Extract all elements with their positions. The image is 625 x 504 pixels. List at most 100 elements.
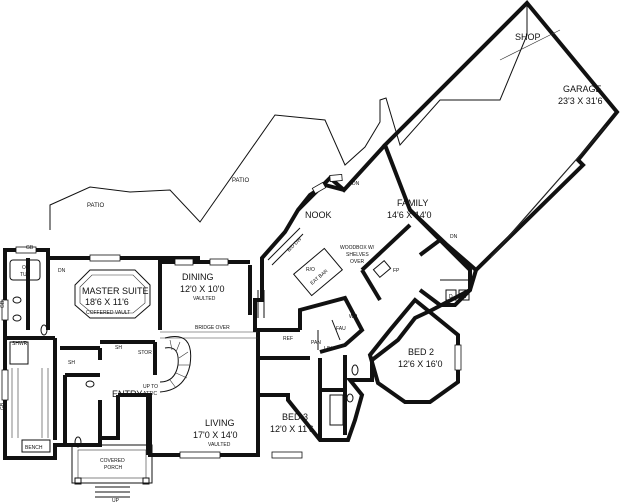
- note-dn-family: DN: [450, 234, 458, 240]
- fireplace: [372, 259, 392, 279]
- label-dining-note: VAULTED: [193, 296, 216, 302]
- label-patio-1: PATIO: [232, 178, 249, 184]
- fireplace-wall: [360, 268, 382, 302]
- note-up: UP: [112, 498, 120, 504]
- label-living-note: VAULTED: [208, 442, 231, 448]
- window: [15, 246, 37, 254]
- toilet-1: [40, 324, 48, 336]
- shop-divider: [499, 29, 561, 61]
- note-up-attic-1: UP TO: [143, 384, 158, 390]
- note-gb-side-2: GB: [0, 402, 6, 410]
- sink-3: [85, 380, 95, 388]
- note-sh-1: SH: [68, 360, 75, 366]
- note-gb-top: GB: [26, 245, 34, 251]
- washer: [445, 289, 457, 301]
- laundry-walls: [298, 295, 365, 354]
- window: [179, 451, 221, 459]
- window: [329, 174, 343, 182]
- note-fau: FAU: [336, 326, 346, 332]
- stair-inner: [159, 347, 179, 383]
- kitchen-counter: [267, 227, 301, 261]
- house-outer-wall: [253, 143, 478, 442]
- sink-2: [12, 314, 22, 322]
- note-bridge: BRIDGE OVER: [195, 325, 230, 331]
- label-living: LIVING: [205, 418, 235, 428]
- kitchen-counter-2: [271, 233, 304, 266]
- note-sh-2: SH: [115, 345, 122, 351]
- bench-box: [21, 439, 51, 453]
- toilet-2: [74, 436, 82, 448]
- note-w: W: [462, 294, 467, 300]
- note-dn-nook: DN: [352, 181, 360, 187]
- window: [454, 344, 462, 371]
- kitchen-island: [292, 247, 344, 297]
- coffered-vault-inner: [79, 274, 146, 314]
- label-garage-dim: 23'3 X 31'6: [558, 96, 602, 106]
- window: [1, 299, 9, 321]
- utility-walls: [418, 237, 472, 307]
- stair: [159, 336, 192, 393]
- label-patio-2: PATIO: [87, 203, 104, 209]
- note-gb-side-1: GB: [0, 300, 6, 308]
- window: [271, 451, 303, 459]
- label-shop: SHOP: [515, 32, 541, 42]
- label-bed2: BED 2: [408, 347, 434, 357]
- stair-tread-5: [175, 372, 188, 379]
- window: [311, 181, 327, 195]
- window: [89, 254, 121, 262]
- stair-tread-6: [169, 379, 177, 389]
- label-garage: GARAGE: [563, 84, 602, 94]
- label-porch-1: COVERED: [100, 458, 125, 464]
- patio-outline: [49, 3, 528, 230]
- sink-1: [12, 296, 22, 304]
- note-d: D: [449, 294, 453, 300]
- sink-4: [346, 393, 354, 403]
- porch-post: [74, 477, 82, 485]
- label-bed3-dim: 12'0 X 11'6: [270, 424, 314, 434]
- window: [209, 258, 229, 266]
- label-entry: ENTRY: [112, 389, 142, 399]
- garage-walls: [382, 0, 620, 273]
- note-up-attic-2: ATTIC: [143, 391, 157, 397]
- window: [174, 258, 194, 266]
- porch-inner: [77, 449, 147, 479]
- note-do: DO: [253, 328, 261, 334]
- window: [1, 369, 9, 401]
- stair-tread-3: [178, 351, 189, 359]
- note-r-o: R/O: [306, 267, 315, 273]
- label-dining-dim: 12'0 X 10'0: [180, 284, 224, 294]
- note-os: OS: [22, 265, 30, 271]
- note-bench: BENCH: [25, 445, 43, 451]
- coffered-vault: [74, 269, 151, 319]
- label-family: FAMILY: [397, 198, 428, 208]
- porch-post: [142, 477, 150, 485]
- note-lin: LIN: [324, 346, 332, 352]
- label-living-dim: 17'0 X 14'0: [193, 430, 237, 440]
- label-dining: DINING: [182, 272, 214, 282]
- family-wall-2: [360, 223, 412, 272]
- os-tub: [9, 259, 41, 281]
- west-wall: [3, 248, 200, 460]
- label-master-note: COFFERED VAULT: [86, 310, 130, 316]
- label-master: MASTER SUITE: [82, 286, 149, 296]
- note-wh: WH: [349, 314, 358, 320]
- stair-tread: [169, 339, 173, 351]
- stair-tread-2: [175, 341, 181, 353]
- family-wall: [408, 208, 442, 242]
- south-wall: [118, 393, 260, 457]
- label-bed2-dim: 12'6 X 16'0: [398, 359, 442, 369]
- porch: [71, 444, 153, 484]
- note-woodbox-2: SHELVES: [346, 252, 369, 258]
- label-porch-2: PORCH: [104, 465, 122, 471]
- laundry-div-2: [331, 319, 341, 341]
- shower: [9, 341, 29, 365]
- tub-2: [329, 394, 344, 426]
- dryer: [458, 289, 470, 301]
- note-dn-master: DN: [58, 268, 66, 274]
- label-master-dim: 18'6 X 11'6: [85, 297, 129, 307]
- note-woodbox-3: OVER: [350, 259, 365, 265]
- label-bed3: BED 3: [282, 412, 308, 422]
- note-stor: STOR: [138, 350, 152, 356]
- note-tub: TUB: [20, 272, 31, 278]
